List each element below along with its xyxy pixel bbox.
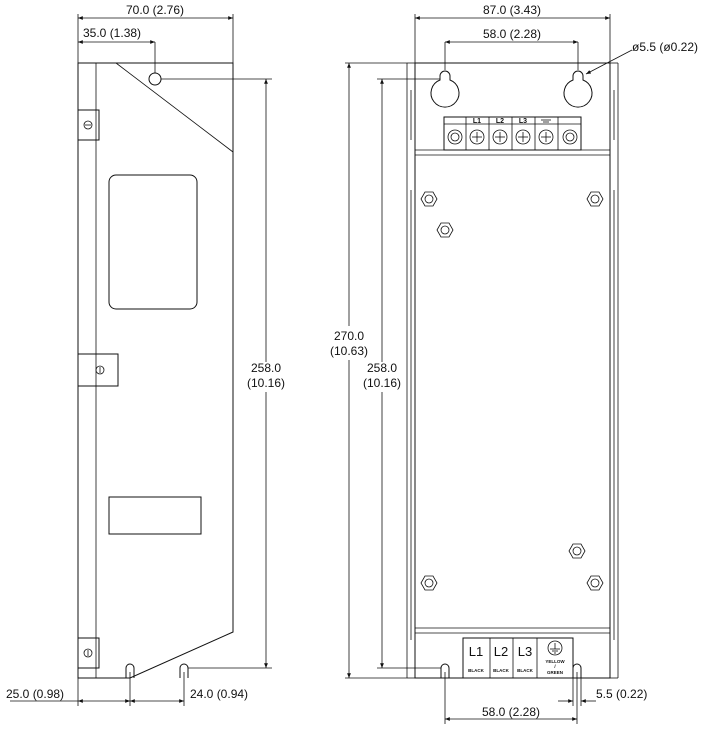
dim-side-slot-spacing: 24.0 (0.94)	[190, 687, 248, 701]
side-top-bevel	[115, 62, 234, 153]
bottom-wire-color-1: BLACK	[468, 668, 484, 673]
dim-side-hole-offset: 35.0 (1.38)	[83, 26, 141, 40]
bottom-wire-color-2: BLACK	[493, 668, 509, 673]
dim-side-bottom-offset: 25.0 (0.98)	[6, 687, 64, 701]
side-slot-right	[179, 663, 189, 678]
dim-front-total-height: 270.0	[334, 329, 364, 343]
dim-front-mount-height: 258.0	[367, 361, 397, 375]
dim-front-slot-width: 5.5 (0.22)	[596, 687, 647, 701]
side-tab-top	[77, 109, 100, 141]
side-tab-middle	[77, 353, 119, 387]
front-view: L1 L2 L3 L1 L2 L3 BLACK BLACK BLACK	[330, 3, 698, 724]
top-terminal-label-3: L3	[519, 118, 527, 125]
terminal-block-top	[443, 116, 582, 151]
bottom-terminal-label-1: L1	[469, 644, 483, 659]
top-terminal-label-1: L1	[473, 118, 481, 125]
front-slot-right	[572, 663, 582, 678]
dim-front-width: 87.0 (3.43)	[483, 3, 541, 17]
dim-side-height: 258.0	[251, 361, 281, 375]
bottom-wire-color-3: BLACK	[517, 668, 533, 673]
keyhole-mount-right	[563, 70, 593, 108]
hex-bolts	[420, 191, 604, 591]
dim-front-mount-height-in: (10.16)	[363, 376, 401, 390]
ground-label-line1: YELLOW	[545, 659, 565, 664]
side-body-outline	[77, 62, 234, 679]
dim-front-slot-spacing: 58.0 (2.28)	[482, 705, 540, 719]
dim-hole-diameter: ø5.5 (ø0.22)	[632, 40, 698, 54]
dim-front-hole-spacing: 58.0 (2.28)	[483, 27, 541, 41]
keyhole-mount-left	[430, 70, 460, 108]
ground-label-line2: /	[554, 664, 556, 669]
top-terminal-label-2: L2	[496, 118, 504, 125]
dim-side-width: 70.0 (2.76)	[126, 3, 184, 17]
dim-side-height-in: (10.16)	[247, 376, 285, 390]
front-slot-left	[440, 663, 450, 678]
side-view: 70.0 (2.76) 35.0 (1.38) 258.0 (10.16) 25…	[6, 3, 285, 706]
side-window	[108, 174, 198, 310]
terminal-block-bottom	[462, 637, 574, 679]
top-ground-symbol	[541, 119, 551, 123]
dim-front-total-height-in: (10.63)	[330, 344, 368, 358]
ground-icon	[547, 640, 563, 656]
ground-label-line3: GREEN	[547, 670, 563, 675]
side-slot-left	[125, 663, 135, 678]
bottom-terminal-label-2: L2	[494, 644, 508, 659]
top-terminal-screws	[447, 117, 578, 150]
side-tab-bottom	[77, 637, 100, 669]
bottom-terminal-label-3: L3	[518, 644, 532, 659]
side-mounting-hole	[148, 72, 162, 86]
side-label-area	[108, 496, 202, 535]
